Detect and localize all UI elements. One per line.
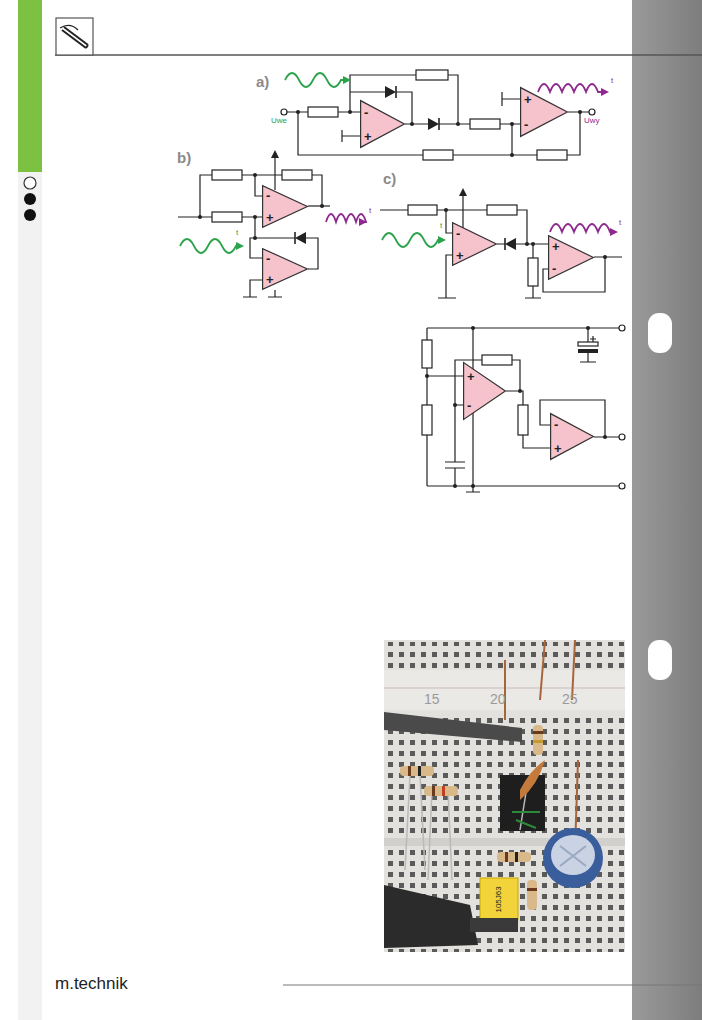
input-sign: -	[554, 418, 558, 431]
input-sign: +	[524, 93, 532, 106]
input-sign: -	[364, 106, 368, 119]
opamp-triangle: -+	[452, 222, 497, 266]
axis-label: t	[440, 222, 442, 231]
circuit-a-nodes-diodes	[296, 86, 582, 157]
input-sign: +	[266, 211, 274, 224]
signal-name: Uwy	[584, 117, 600, 126]
input-sign: +	[456, 249, 464, 262]
circuit-c-wiring	[380, 194, 622, 298]
input-sign: +	[554, 442, 562, 455]
breadboard-number: 20	[490, 692, 506, 707]
breadboard-photo	[384, 640, 625, 952]
signal-waves-c	[382, 224, 618, 247]
input-sign: -	[266, 189, 270, 202]
input-sign: -	[552, 262, 556, 275]
signal-name: Uwe	[271, 117, 287, 126]
signal-waves-a	[285, 73, 609, 96]
breadboard-number: 15	[424, 692, 440, 707]
circuit-d-nodes	[425, 326, 607, 488]
opamp-triangle: -+	[550, 413, 594, 460]
component-marking: 105J63	[495, 886, 504, 912]
axis-label: t	[369, 207, 371, 216]
breadboard-number: 25	[562, 692, 578, 707]
figure-letter: c)	[383, 171, 396, 188]
input-sign: -	[524, 118, 528, 131]
page-frame	[18, 0, 702, 1020]
opamp-triangle: +-	[463, 362, 506, 420]
input-sign: +	[266, 273, 274, 286]
opamp-triangle: +-	[548, 235, 594, 280]
circuit-b-wiring	[178, 156, 330, 297]
axis-label: t	[619, 219, 621, 228]
circuit-d-wiring	[422, 325, 625, 492]
opamp-triangle: -+	[262, 248, 308, 290]
opamp-triangle: -+	[262, 185, 308, 228]
input-sign: -	[266, 252, 270, 265]
opamp-triangle: +-	[520, 87, 568, 137]
figure-letter: a)	[256, 74, 269, 91]
axis-label: t	[236, 229, 238, 238]
input-sign: -	[456, 227, 460, 240]
opamp-triangle: -+	[360, 100, 405, 148]
input-sign: +	[467, 370, 475, 383]
figure-letter: b)	[177, 150, 191, 167]
circuit-a-wiring	[281, 70, 595, 160]
brand-name: m.technik	[55, 975, 128, 994]
input-sign: -	[467, 399, 471, 412]
input-sign: +	[552, 240, 560, 253]
circuit-b-nodes-diodes	[198, 150, 324, 244]
axis-label: t	[611, 77, 613, 86]
input-sign: +	[364, 130, 372, 143]
